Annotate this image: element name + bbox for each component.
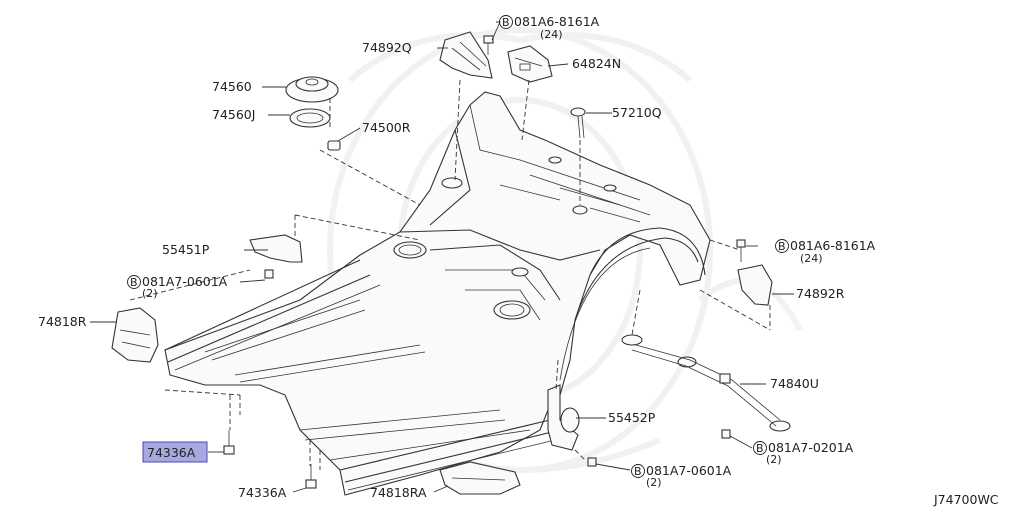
part-74500r [327,140,341,151]
callout-74560[interactable]: 74560 [212,79,252,94]
leader-lines [90,21,794,493]
callout-64824n[interactable]: 64824N [572,56,621,71]
part-74892r [736,239,773,306]
callout-081a7-0201a[interactable]: 081A7-0201A [768,440,854,455]
floor-panel [164,91,711,496]
bolt-symbol-letter: B [634,465,642,478]
callout-labels: 74892Q B 081A6-8161A (24) 64824N 74560 7… [38,14,999,507]
part-bolt-top [483,35,494,55]
bolt-symbol-icon [775,239,789,253]
callout-74840u[interactable]: 74840U [770,376,819,391]
highlight-box [142,441,208,463]
callout-74818r[interactable]: 74818R [38,314,87,329]
callout-57210q[interactable]: 57210Q [612,105,662,120]
callout-081a6-8161a-top-qty: (24) [540,28,563,41]
part-74560j [289,108,331,128]
callout-55452p[interactable]: 55452P [608,410,656,425]
callout-74892r[interactable]: 74892R [796,286,845,301]
callout-74500r[interactable]: 74500R [362,120,411,135]
callout-74336a-bottom[interactable]: 74336A [238,485,287,500]
part-55452p [547,384,597,467]
callout-55451p[interactable]: 55451P [162,242,210,257]
callout-081a7-0601a-bottom[interactable]: 081A7-0601A [646,463,732,478]
bolt-symbol-letter: B [778,240,786,253]
part-57210q [570,107,586,139]
bolt-symbol-letter: B [130,276,138,289]
part-bolt-74336a [223,430,317,489]
callout-74892q[interactable]: 74892Q [362,40,412,55]
callout-74336a-highlighted[interactable]: 74336A [147,445,196,460]
callout-081a7-0601a-left[interactable]: 081A7-0601A [142,274,228,289]
bolt-symbol-icon [631,464,645,478]
part-74560 [285,76,339,103]
bolt-symbol-letter: B [756,442,764,455]
part-55451p [249,234,303,279]
callout-081a7-0601a-left-qty: (2) [142,287,158,300]
bolt-symbol-icon [127,275,141,289]
bolt-symbol-icon [499,15,513,29]
callout-081a6-8161a-top[interactable]: 081A6-8161A [514,14,600,29]
part-74818r [111,307,159,363]
callout-74818ra[interactable]: 74818RA [370,485,427,500]
bolt-symbol-letter: B [502,16,510,29]
callout-081a7-0601a-bottom-qty: (2) [646,476,662,489]
callout-081a7-0201a-qty: (2) [766,453,782,466]
part-74840u [621,334,791,439]
drawing-code: J74700WC [933,492,999,507]
part-64824n [507,45,553,83]
bolt-symbol-icon [753,441,767,455]
callout-081a6-8161a-right-qty: (24) [800,252,823,265]
part-74892q [439,31,493,79]
callout-081a6-8161a-right[interactable]: 081A6-8161A [790,238,876,253]
callout-74560j[interactable]: 74560J [212,107,255,122]
